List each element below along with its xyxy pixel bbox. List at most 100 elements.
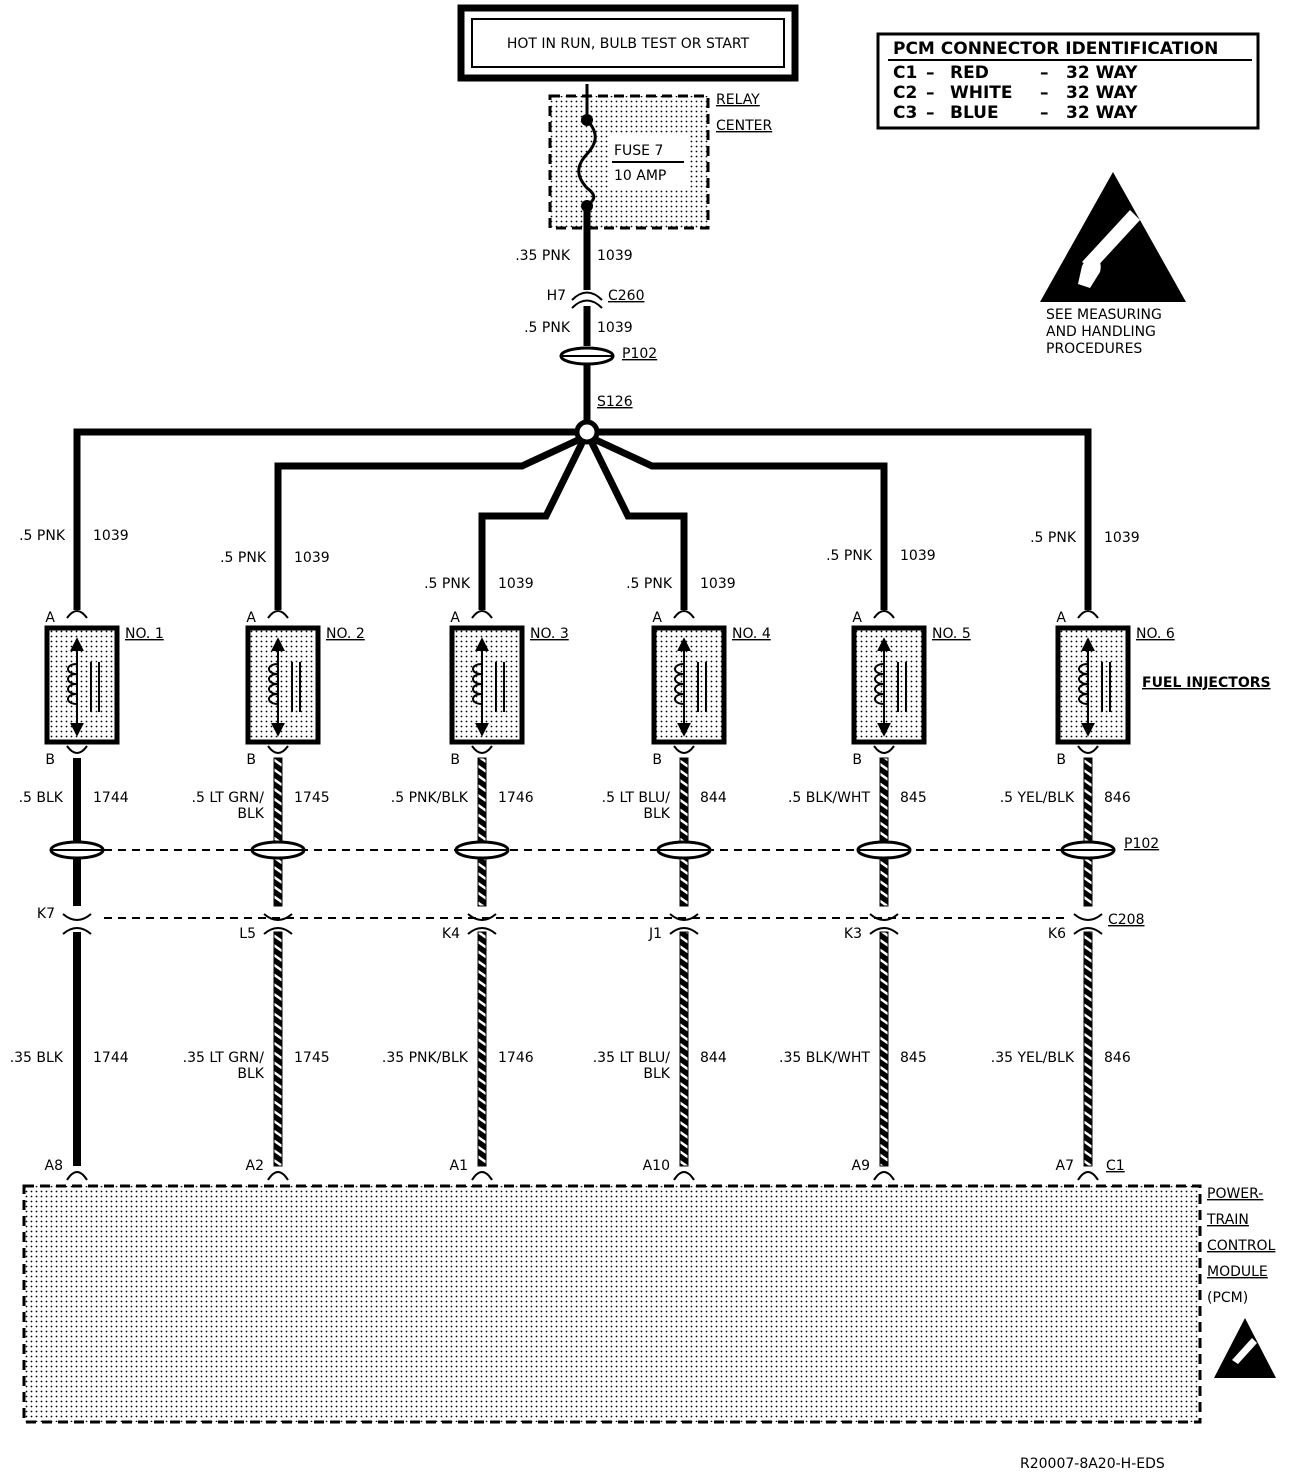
injector-6-ctrl-circuit: 846 xyxy=(1104,790,1131,806)
injector-5-pin-b: B xyxy=(852,752,862,768)
injector-4-ctrl-gauge-2: BLK xyxy=(643,806,670,822)
injector-2-number: NO. 2 xyxy=(326,626,365,642)
injector-5-pcm-gauge-1: .35 BLK/WHT xyxy=(779,1050,870,1066)
injector-5-number: NO. 5 xyxy=(932,626,971,642)
injector-5-c208 xyxy=(869,913,899,921)
injector-4-pink-circuit: 1039 xyxy=(700,576,736,592)
injector-6-pin-a: A xyxy=(1056,610,1066,626)
pcm-esd-icon xyxy=(1214,1318,1276,1378)
pcm-label-3: CONTROL xyxy=(1207,1238,1276,1254)
svg-text:–: – xyxy=(1040,83,1049,103)
injector-5-pcm-pin: A9 xyxy=(852,1158,870,1174)
injector-2-pcm-gauge-1: .35 LT GRN/ xyxy=(183,1050,265,1066)
injector-6-pcm-circuit: 846 xyxy=(1104,1050,1131,1066)
injector-2-pink-gauge: .5 PNK xyxy=(220,550,267,566)
pcm-label-4: MODULE xyxy=(1207,1264,1268,1280)
injector-4-control-wire-1 xyxy=(679,757,689,843)
pcm-row-2-color: WHITE xyxy=(950,83,1013,103)
injector-1-pcm-circuit: 1744 xyxy=(93,1050,129,1066)
injector-2-control-wire-3 xyxy=(273,931,283,1167)
injector-6-c208 xyxy=(1073,913,1103,921)
c208-label: C208 xyxy=(1108,912,1145,928)
fuel-injectors-label: FUEL INJECTORS xyxy=(1142,675,1271,691)
injector-2-body xyxy=(245,625,321,745)
injector-2-ctrl-gauge-1: .5 LT GRN/ xyxy=(192,790,265,806)
pcm-row-2-ways: 32 WAY xyxy=(1066,83,1138,103)
splice-label: S126 xyxy=(597,394,633,410)
injector-2-pin-b: B xyxy=(246,752,256,768)
injector-1-pin-a: A xyxy=(45,610,55,626)
injector-1-number: NO. 1 xyxy=(125,626,164,642)
feed-conn-pin: H7 xyxy=(547,288,566,304)
injector-3-c208-pin: K4 xyxy=(442,926,460,942)
pcm-table-title: PCM CONNECTOR IDENTIFICATION xyxy=(893,39,1218,59)
injector-6-control-wire-1 xyxy=(1083,757,1093,843)
power-source-box: HOT IN RUN, BULB TEST OR START xyxy=(457,4,799,82)
injector-1-control-wire-1 xyxy=(73,758,81,842)
injector-1-pcm-pin: A8 xyxy=(45,1158,63,1174)
injector-6-pink-gauge: .5 PNK xyxy=(1030,530,1077,546)
injector-2-coil xyxy=(268,663,279,705)
esd-line-3: PROCEDURES xyxy=(1046,341,1142,357)
injector-3-pcm-gauge-1: .35 PNK/BLK xyxy=(382,1050,469,1066)
injector-4-ctrl-circuit: 844 xyxy=(700,790,727,806)
injector-4-control-wire-2 xyxy=(679,857,689,907)
branch-wires xyxy=(73,428,1092,610)
injector-1-c208 xyxy=(62,913,92,921)
feed-wire1-gauge: .35 PNK xyxy=(515,248,571,264)
injector-2-pin-a: A xyxy=(246,610,256,626)
injector-4-ctrl-gauge-1: .5 LT BLU/ xyxy=(602,790,671,806)
pcm-row-3-color: BLUE xyxy=(950,103,999,123)
injector-1-pcm-gauge-1: .35 BLK xyxy=(10,1050,64,1066)
injector-3-pcm-pin: A1 xyxy=(450,1158,468,1174)
fuse-symbol xyxy=(577,118,597,208)
svg-text:–: – xyxy=(926,103,935,123)
injector-1-c208-pin: K7 xyxy=(37,906,55,922)
lower-p102-label: P102 xyxy=(1124,836,1159,852)
pcm-connector-label: C1 xyxy=(1106,1158,1125,1174)
injector-1-control-wire-3 xyxy=(73,932,81,1166)
injector-6-control-wire-2 xyxy=(1083,857,1093,907)
injector-4-pcm-gauge-2: BLK xyxy=(643,1066,670,1082)
splice-s126 xyxy=(574,419,600,445)
injector-6-c208-pin: K6 xyxy=(1048,926,1066,942)
injector-1-pink-circuit: 1039 xyxy=(93,528,129,544)
injector-5-control-wire-2 xyxy=(879,857,889,907)
relay-center: RELAY CENTER FUSE 7 10 AMP xyxy=(548,84,772,230)
injector-6-body xyxy=(1055,625,1131,745)
injector-4-pin-b: B xyxy=(652,752,662,768)
injector-6-coil xyxy=(1078,663,1089,705)
injector-3-pink-circuit: 1039 xyxy=(498,576,534,592)
injector-1-coil xyxy=(67,663,78,705)
relay-center-label-1: RELAY xyxy=(716,92,760,108)
injector-5-coil xyxy=(874,663,885,705)
injector-2-pcm-gauge-2: BLK xyxy=(237,1066,264,1082)
injector-5-c208-pin: K3 xyxy=(844,926,862,942)
injector-2-pcm-pin: A2 xyxy=(246,1158,264,1174)
injector-4-coil xyxy=(674,663,685,705)
pcm-box xyxy=(22,1184,1202,1424)
injector-5-control-wire-3 xyxy=(879,931,889,1167)
injector-5-pin-a: A xyxy=(852,610,862,626)
injector-2-pin-a-arc xyxy=(267,610,289,619)
injector-5-ctrl-circuit: 845 xyxy=(900,790,927,806)
relay-center-label-2: CENTER xyxy=(716,118,772,134)
injector-1-pin-a-arc xyxy=(66,610,88,619)
injector-4-pin-a: A xyxy=(652,610,662,626)
svg-text:–: – xyxy=(926,83,935,103)
pcm-row-1-color: RED xyxy=(950,63,989,83)
injector-5-control-wire-1 xyxy=(879,757,889,843)
feed-passthru: P102 xyxy=(622,346,657,362)
injector-2-c208-pin: L5 xyxy=(239,926,256,942)
injector-6-pin-a-arc xyxy=(1077,610,1099,619)
diagram-code: R20007-8A20-H-EDS xyxy=(1020,1456,1165,1472)
injector-1-ctrl-gauge-1: .5 BLK xyxy=(19,790,64,806)
injector-6-ctrl-gauge-1: .5 YEL/BLK xyxy=(1000,790,1075,806)
pcm-label-5: (PCM) xyxy=(1207,1290,1248,1306)
svg-text:–: – xyxy=(1040,103,1049,123)
injector-4-c208 xyxy=(669,913,699,921)
fuse-name: FUSE 7 xyxy=(614,143,663,159)
feed-wire1-circuit: 1039 xyxy=(597,248,633,264)
injector-4-number: NO. 4 xyxy=(732,626,771,642)
injector-3-ctrl-gauge-1: .5 PNK/BLK xyxy=(391,790,469,806)
